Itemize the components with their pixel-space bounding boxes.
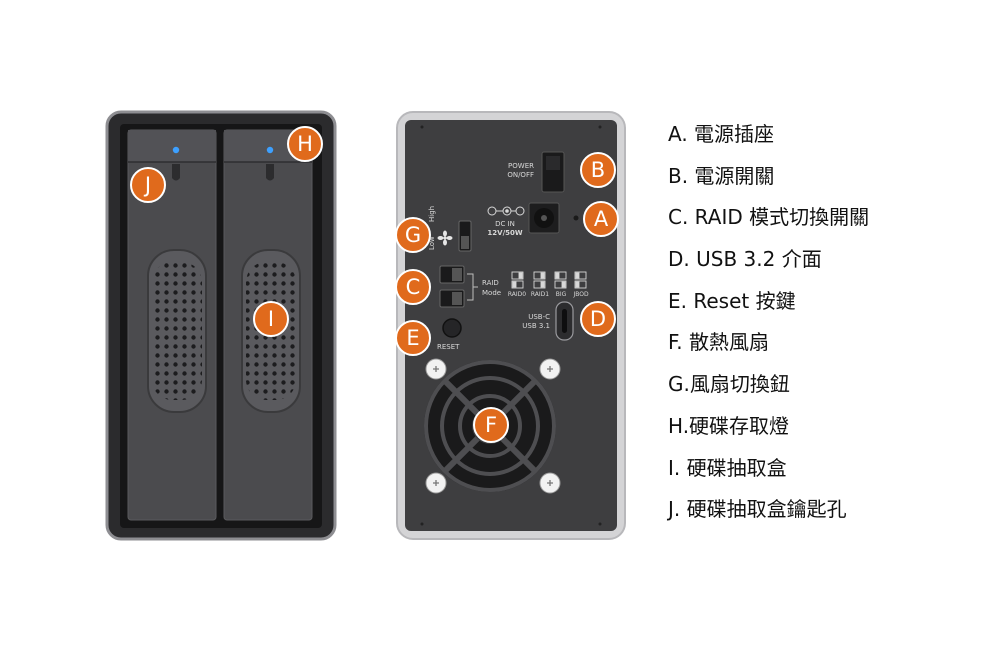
callout-badge-g: G: [395, 217, 431, 253]
raid-mode-icons: [511, 271, 587, 289]
callout-badge-e: E: [395, 320, 431, 356]
legend-list: A. 電源插座 B. 電源開關 C. RAID 模式切換開關 D. USB 3.…: [668, 114, 988, 531]
drive-access-led-left: [172, 146, 180, 154]
dc-polarity-icon: [487, 206, 525, 216]
legend-item-j: J. 硬碟抽取盒鑰匙孔: [668, 497, 847, 522]
dc-label-1: DC IN: [495, 220, 515, 228]
legend-item-a: A. 電源插座: [668, 122, 775, 146]
svg-text:B: B: [591, 158, 605, 182]
callout-badge-d: D: [580, 301, 616, 337]
legend-item-i: I. 硬碟抽取盒: [668, 455, 787, 480]
raid-label-2: Mode: [482, 289, 501, 297]
legend-item-e: E. Reset 按鍵: [668, 288, 796, 313]
fan-screw-top-left: [425, 358, 447, 380]
reset-label: RESET: [437, 343, 460, 351]
dc-power-socket[interactable]: [528, 202, 560, 234]
usb-label-1: USB-C: [528, 313, 550, 321]
legend-item-h: H.硬碟存取燈: [668, 413, 790, 438]
svg-text:F: F: [485, 413, 497, 437]
callout-badge-a: A: [583, 201, 619, 237]
legend-item-d: D. USB 3.2 介面: [668, 247, 822, 272]
callout-badge-b: B: [580, 152, 616, 188]
svg-text:I: I: [268, 307, 274, 331]
raid-label-1: RAID: [482, 279, 499, 287]
svg-text:J: J: [143, 173, 151, 197]
front-drive-tray-left[interactable]: [127, 129, 217, 521]
fan-screw-bottom-right: [539, 472, 561, 494]
power-indicator-led: [573, 215, 579, 221]
fan-low-label: Low: [428, 236, 436, 250]
svg-text:A: A: [594, 207, 609, 231]
svg-text:H: H: [297, 132, 313, 156]
usb-c-port[interactable]: [555, 301, 574, 341]
tray-keyhole-left[interactable]: [172, 164, 180, 181]
callout-badge-h: H: [287, 126, 323, 162]
drive-access-led-right: [266, 146, 274, 154]
callout-badge-i: I: [253, 301, 289, 337]
legend-item-g: G.風扇切換鈕: [668, 372, 790, 397]
power-label-2: ON/OFF: [507, 171, 534, 179]
raid-bracket: [467, 273, 478, 301]
svg-text:E: E: [406, 326, 419, 350]
svg-text:C: C: [406, 275, 421, 299]
svg-text:G: G: [405, 223, 421, 247]
dc-label-2: 12V/50W: [487, 229, 522, 237]
usb-label-2: USB 3.1: [522, 322, 550, 330]
callout-badge-j: J: [130, 167, 166, 203]
svg-text:D: D: [590, 307, 606, 331]
power-switch[interactable]: [541, 151, 565, 193]
legend-item-c: C. RAID 模式切換開關: [668, 205, 870, 230]
callout-badge-c: C: [395, 269, 431, 305]
fan-screw-bottom-left: [425, 472, 447, 494]
raid-mode-big: BIG: [556, 291, 567, 298]
fan-screw-top-right: [539, 358, 561, 380]
raid-mode-raid1: RAID1: [531, 291, 549, 298]
raid-mode-switch[interactable]: [439, 265, 465, 308]
fan-high-label: High: [428, 206, 436, 222]
reset-button[interactable]: [442, 318, 462, 338]
fan-icon: [437, 230, 453, 246]
legend-item-b: B. 電源開關: [668, 163, 775, 188]
tray-keyhole-right[interactable]: [266, 164, 274, 181]
raid-mode-jbod: JBOD: [572, 291, 589, 298]
callout-badge-f: F: [473, 407, 509, 443]
power-label-1: POWER: [508, 162, 534, 170]
fan-speed-switch[interactable]: [458, 220, 472, 252]
raid-mode-raid0: RAID0: [508, 291, 526, 298]
legend-item-f: F. 散熱風扇: [668, 330, 770, 355]
